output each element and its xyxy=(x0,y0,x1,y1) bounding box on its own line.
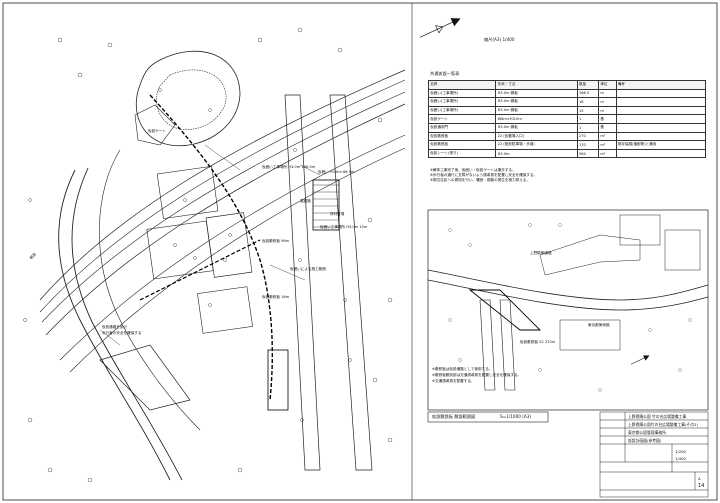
cell: 170 xyxy=(576,140,600,150)
tb-scale-2: 1/400 xyxy=(675,456,686,461)
inset-note-3: ※交通誘導員を配置する。 xyxy=(432,379,475,383)
cell: 仮囲い(工事場所) xyxy=(427,88,497,99)
cell: 18 xyxy=(576,97,600,107)
label-gate: 仮設ゲート xyxy=(148,129,166,133)
cell: m xyxy=(598,105,617,116)
cell: 仮囲い(工事場所) xyxy=(427,97,497,107)
cell: H3.0m 鋼板 xyxy=(495,105,578,116)
cell xyxy=(615,148,706,159)
materials-header-row: 名称 形状・寸法 数量 単位 備考 xyxy=(427,80,706,90)
inset-note-1: ※敷鉄板は仮設通路として使用する。 xyxy=(432,367,493,371)
label-left-note-2: 歩行者の安全を確保する xyxy=(102,331,142,335)
general-notes: ※解体工事完了後、仮囲い・仮設ゲートは撤去する。 ※歩行者の通行に支障がないよう… xyxy=(430,168,537,184)
inset-plan xyxy=(427,209,709,411)
label-material-yard: 資材置場 xyxy=(330,212,345,216)
cell: 仮設敷鉄板 xyxy=(427,140,497,150)
cell: 基 xyxy=(598,122,617,133)
cell: m xyxy=(598,88,617,99)
inset-caption: 仮設敷鉄板 敷設範囲図 xyxy=(432,414,476,419)
cell: 仮囲い(工事場所) xyxy=(427,105,497,116)
cell: H3.0m 鋼板 xyxy=(495,122,578,133)
cell: m xyxy=(598,97,617,107)
col-qty: 数量 xyxy=(576,80,600,90)
label-fence-a: 仮囲い工事場所 H3.0m 166.5m xyxy=(262,165,316,169)
label-steel-plate-b: 仮設敷鉄板 16m xyxy=(262,295,290,299)
cell xyxy=(615,131,706,142)
cell: 既存保護(植樹帯)と兼用 xyxy=(615,140,706,150)
scale-label: 縮尺(A3) 1/400 xyxy=(484,37,515,42)
label-steel-plate: 仮設敷鉄板 96m xyxy=(262,239,290,243)
cell xyxy=(615,97,706,107)
tb-drawing: 仮設計画図(参考図) xyxy=(628,438,662,443)
label-survey-area: 仮囲いによる施工範囲 xyxy=(290,267,326,271)
cell: W6m×H3.0m xyxy=(495,114,578,124)
cell: 1 xyxy=(576,122,600,133)
cell: 基 xyxy=(598,114,617,124)
tb-project: 上野恩賜公園 竹の台広場整備工事 xyxy=(628,414,687,419)
cell xyxy=(615,105,706,116)
col-name: 名称 xyxy=(427,80,497,90)
cell: H3.0m 鋼板 xyxy=(495,97,578,107)
inset-label-bridge: 上野駅側通路 xyxy=(530,251,552,255)
cell: m² xyxy=(598,148,617,159)
inset-label-plate: 仮設敷鉄板 22 370m xyxy=(520,340,556,344)
north-arrow xyxy=(419,18,461,38)
col-unit: 単位 xyxy=(598,80,617,90)
title-block xyxy=(599,411,709,498)
label-fence-b: 仮囲い H3.0m 86.5m xyxy=(318,170,355,174)
tb-scale-1: 1/200 xyxy=(675,449,686,454)
tb-office: 東京都公園管理事務所 xyxy=(628,430,666,435)
tb-project-sub: 上野恩賜公園竹の台広場整備工事(その2) xyxy=(628,422,698,427)
note-line: ※歩行者の通行に支障がないよう誘導員を配置し安全を確保する。 xyxy=(430,173,538,178)
cell xyxy=(615,114,706,124)
cell: H3.0m xyxy=(495,148,578,159)
cell xyxy=(615,88,706,99)
note-line: ※解体工事完了後、仮囲い・仮設ゲートは撤去する。 xyxy=(430,168,516,172)
cell xyxy=(615,122,706,133)
materials-title: 共通仮設一覧表 xyxy=(430,71,460,76)
cell: m² xyxy=(598,140,617,150)
cell: m² xyxy=(598,131,617,142)
col-remarks: 備考 xyxy=(615,80,706,90)
cell: 15 xyxy=(576,105,600,116)
cell: 仮設ゲート xyxy=(427,114,497,124)
inset-caption-scale: S=1/1000 (A3) xyxy=(500,414,532,419)
label-left-note-1: 仮設通路を設け xyxy=(102,325,128,329)
cell: 仮設敷鉄板 xyxy=(427,131,497,142)
cell: 仮設シート(張り) xyxy=(427,148,497,159)
note-line: ※周辺住民への周知を行い、騒音・振動の発生を極力抑える。 xyxy=(430,178,530,183)
main-site-plan xyxy=(23,27,406,483)
col-spec: 形状・寸法 xyxy=(495,80,578,90)
inset-note-2: ※敷鉄板敷設部は交通誘導員を配置し安全を確保する。 xyxy=(432,373,522,377)
cell: 22 (既設駐車場・歩道) xyxy=(495,140,578,150)
inset-label-area: 東京都美術館 xyxy=(588,323,610,327)
cell: 166.5 xyxy=(576,88,600,99)
cell: H3.0m 鋼板 xyxy=(495,88,578,99)
cell: 1 xyxy=(576,114,600,124)
tb-revision: A xyxy=(698,476,701,481)
cell: 仮設通用門 xyxy=(427,122,497,133)
cell: 22 (仮置場入口) xyxy=(495,131,578,142)
tb-drawing-no: 14 xyxy=(698,483,705,489)
label-road-sign: 運搬路 xyxy=(300,199,311,203)
cell: 270 xyxy=(576,131,600,142)
label-fence-c: 仮囲い工事場所 H3.0m 15m xyxy=(320,225,368,229)
cell: 564 xyxy=(576,148,600,159)
